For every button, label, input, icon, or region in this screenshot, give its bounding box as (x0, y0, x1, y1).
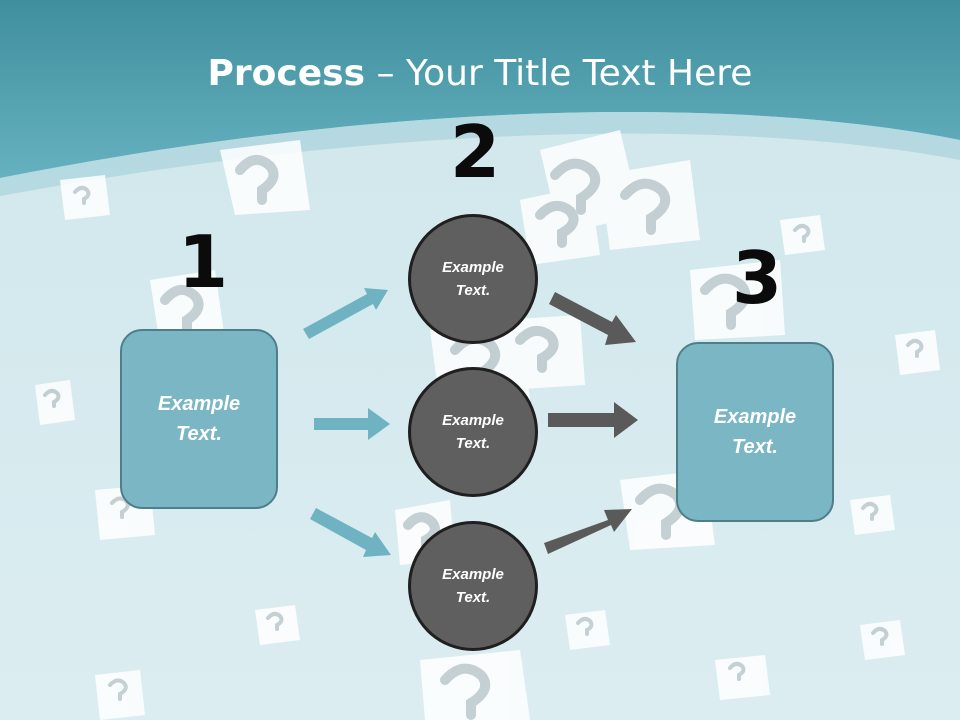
arrow-top-to-right (549, 292, 636, 345)
arrow-middle-to-right (548, 402, 638, 438)
arrow-left-to-bottom (310, 508, 391, 557)
question-mark-paper-icon (35, 130, 940, 720)
circle-middle[interactable]: Example Text. (408, 367, 538, 497)
circle-bottom-text: Example Text. (442, 566, 504, 606)
arrow-left-to-middle (314, 408, 390, 440)
right-text-box[interactable]: Example Text. (676, 342, 834, 522)
title-bold: Process (207, 53, 366, 94)
left-box-text: Example Text. (157, 393, 241, 445)
step-number-2: 2 (450, 110, 501, 194)
arrow-bottom-to-right (544, 509, 632, 554)
gray-arrows (544, 292, 638, 554)
step-number-3: 3 (732, 236, 783, 320)
circle-top-text: Example Text. (442, 259, 504, 299)
left-text-box[interactable]: Example Text. (120, 329, 278, 509)
circle-top[interactable]: Example Text. (408, 214, 538, 344)
right-box-text: Example Text. (713, 406, 797, 458)
teal-arrows (303, 288, 391, 557)
circle-middle-text: Example Text. (442, 412, 504, 452)
slide-title: Process – Your Title Text Here (0, 52, 960, 96)
title-rest: – Your Title Text Here (365, 53, 753, 94)
step-number-1: 1 (178, 220, 229, 304)
arrow-left-to-top (303, 288, 388, 339)
circle-bottom[interactable]: Example Text. (408, 521, 538, 651)
